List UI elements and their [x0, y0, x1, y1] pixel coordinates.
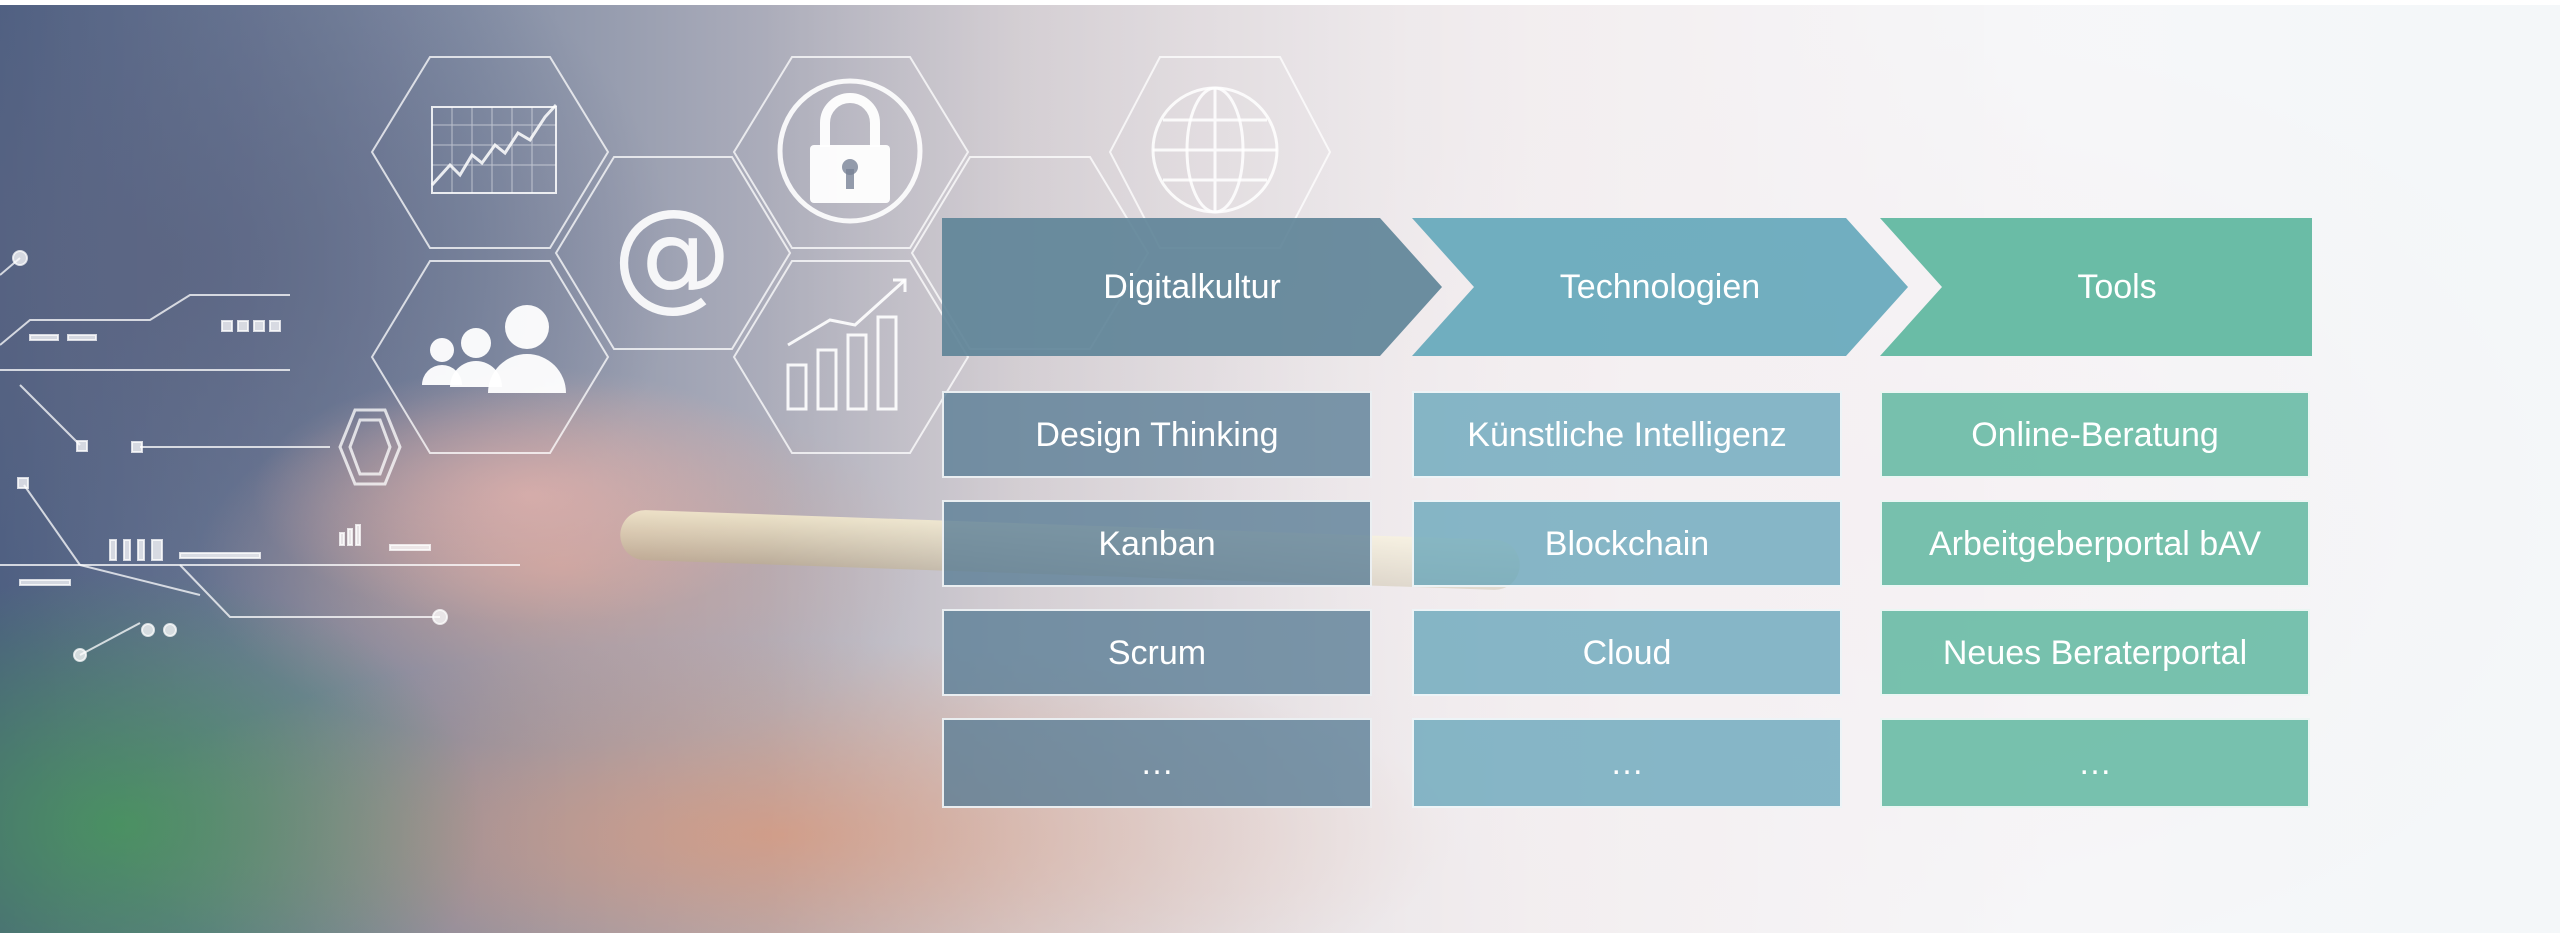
people-icon	[422, 305, 566, 393]
header-label: Technologien	[1559, 267, 1761, 306]
line-chart-icon	[430, 103, 558, 194]
header-digitalkultur: Digitalkultur	[942, 218, 1442, 356]
header-technologien: Technologien	[1412, 218, 1908, 356]
hexagon-outline	[732, 56, 970, 249]
item-more: …	[1880, 718, 2310, 808]
item-arbeitgeberportal-bav: Arbeitgeberportal bAV	[1880, 500, 2310, 587]
item-kanban: Kanban	[942, 500, 1372, 587]
globe-icon	[1151, 86, 1279, 214]
header-label: Tools	[2077, 267, 2157, 306]
header-chevron-shape	[1880, 218, 2312, 356]
item-neues-beraterportal: Neues Beraterportal	[1880, 609, 2310, 696]
item-more: …	[1412, 718, 1842, 808]
circuit-lines	[0, 250, 520, 662]
header-chevron-shape	[1412, 218, 1908, 356]
header-tools: Tools	[1880, 218, 2312, 356]
hexagon-outline	[732, 260, 970, 454]
hexagon-icon	[338, 408, 402, 486]
header-chevron-shape	[942, 218, 1442, 356]
at-sign-icon: @	[612, 185, 732, 324]
hexagon-outline	[370, 56, 610, 249]
hexagon-outline	[370, 260, 610, 454]
header-label: Digitalkultur	[1103, 267, 1281, 306]
item-cloud: Cloud	[1412, 609, 1842, 696]
item-scrum: Scrum	[942, 609, 1372, 696]
padlock-icon	[777, 78, 923, 224]
item-design-thinking: Design Thinking	[942, 391, 1372, 478]
item-more: …	[942, 718, 1372, 808]
item-blockchain: Blockchain	[1412, 500, 1842, 587]
tech-icon-overlay: @	[0, 56, 1332, 662]
hexagon-outline	[554, 156, 792, 350]
item-kuenstliche-intelligenz: Künstliche Intelligenz	[1412, 391, 1842, 478]
bar-chart-icon	[786, 278, 907, 411]
item-online-beratung: Online-Beratung	[1880, 391, 2310, 478]
